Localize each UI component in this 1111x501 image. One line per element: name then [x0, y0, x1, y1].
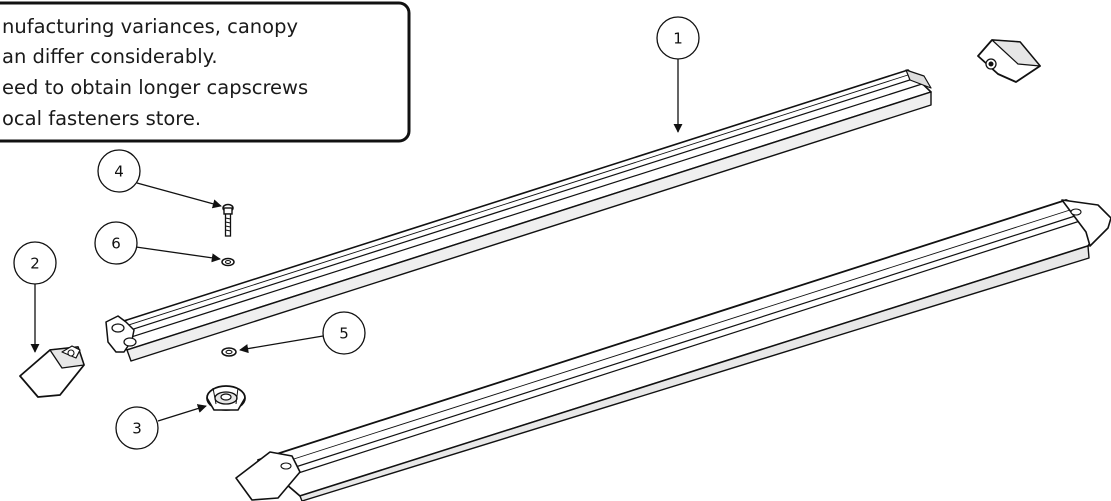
balloon-5: 5 — [322, 311, 366, 355]
item-balloons: 1 2 3 4 6 5 — [13, 16, 700, 450]
balloon-2: 2 — [13, 241, 57, 285]
lower-rail — [235, 199, 1111, 501]
note-line-2: an differ considerably. — [2, 45, 218, 68]
washer-part-5 — [221, 347, 237, 357]
balloon-3: 3 — [115, 406, 159, 450]
balloon-1: 1 — [656, 16, 700, 60]
note-line-1: nufacturing variances, canopy — [2, 15, 298, 38]
end-cap-part — [19, 345, 85, 398]
leader-5 — [239, 335, 324, 354]
upper-rail — [105, 69, 932, 362]
leader-3 — [157, 404, 207, 422]
balloon-1-label: 1 — [673, 30, 683, 48]
balloon-5-label: 5 — [339, 325, 349, 343]
note-line-4: ocal fasteners store. — [2, 107, 201, 130]
balloon-3-label: 3 — [132, 420, 142, 438]
leader-lines — [30, 58, 683, 422]
leader-4 — [136, 182, 222, 209]
spare-end-cap-part — [977, 39, 1041, 83]
knob-part — [206, 385, 246, 411]
note-callout: nufacturing variances, canopy an differ … — [0, 1, 411, 143]
balloon-2-label: 2 — [30, 255, 40, 273]
note-line-3: eed to obtain longer capscrews — [2, 76, 308, 99]
washer-part-6 — [221, 257, 235, 267]
capscrew-part — [222, 203, 234, 237]
balloon-4-label: 4 — [114, 163, 124, 181]
front-end-cap — [235, 451, 301, 501]
balloon-4: 4 — [97, 149, 141, 193]
balloon-6-label: 6 — [111, 235, 121, 253]
leader-6 — [135, 246, 221, 263]
balloon-6: 6 — [94, 221, 138, 265]
